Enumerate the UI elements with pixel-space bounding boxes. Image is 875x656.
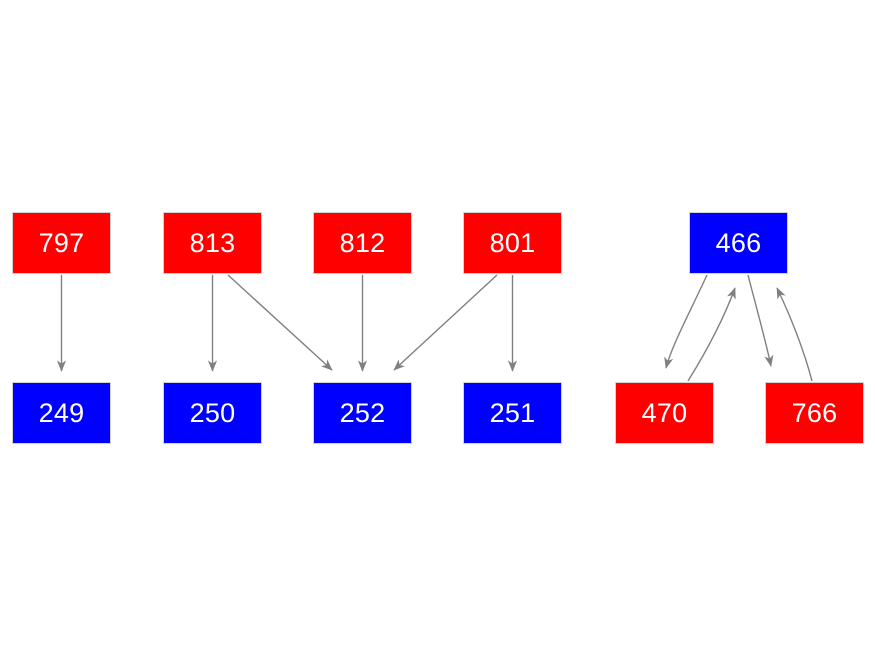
graph-node-797[interactable]: 797 [12,212,111,274]
graph-node-250[interactable]: 250 [163,382,262,444]
graph-node-label: 766 [791,397,838,428]
graph-node-label: 813 [189,227,236,258]
graph-edge-466-to-470 [664,274,708,369]
graph-node-label: 250 [189,397,236,428]
edge-paths [56,274,813,382]
graph-edge-801-to-252 [393,274,498,371]
graph-node-766[interactable]: 766 [765,382,864,444]
graph-edge-766-to-466 [776,287,813,382]
graph-node-label: 252 [339,397,386,428]
graph-node-252[interactable]: 252 [313,382,412,444]
graph-node-label: 249 [38,397,85,428]
graph-node-801[interactable]: 801 [463,212,562,274]
graph-node-label: 801 [489,227,536,258]
graph-node-466[interactable]: 466 [689,212,788,274]
graph-node-label: 797 [38,227,85,258]
graph-node-label: 470 [641,397,688,428]
graph-node-470[interactable]: 470 [615,382,714,444]
graph-edge-466-to-766 [747,274,774,367]
graph-node-249[interactable]: 249 [12,382,111,444]
graph-node-label: 466 [715,227,762,258]
graph-node-812[interactable]: 812 [313,212,412,274]
graph-edge-470-to-466 [687,287,736,382]
graph-node-label: 812 [339,227,386,258]
graph-edge-813-to-252 [227,274,333,371]
graph-node-label: 251 [489,397,536,428]
graph-node-251[interactable]: 251 [463,382,562,444]
graph-node-813[interactable]: 813 [163,212,262,274]
